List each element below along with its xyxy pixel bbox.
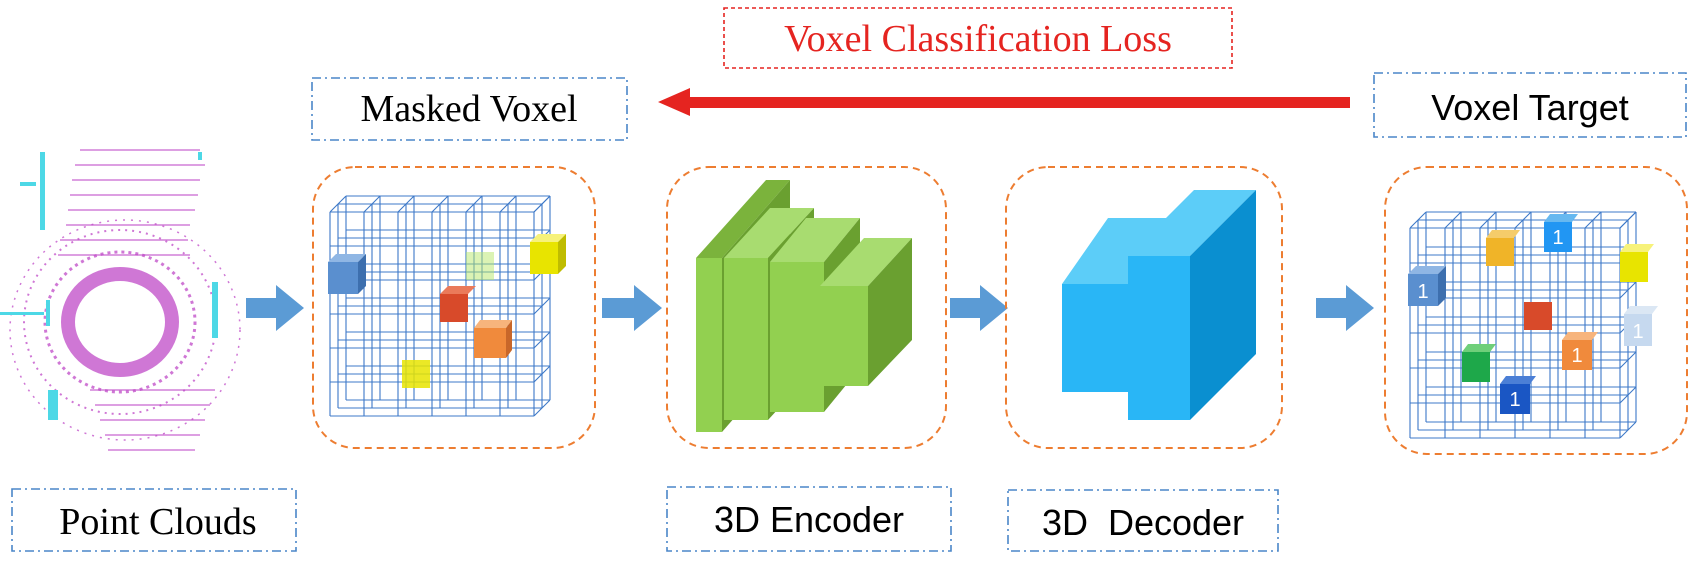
voxel-grid-line	[1584, 211, 1602, 229]
masked-voxel-cells	[328, 234, 566, 388]
point-clouds-label-box: Point Clouds	[11, 488, 297, 552]
encoder-panel	[666, 166, 947, 449]
voxel-grid-line	[1444, 211, 1462, 229]
masked-voxel-label-box: Masked Voxel	[311, 77, 628, 141]
target-value-label: 1	[1552, 227, 1563, 249]
encoder-label-box: 3D Encoder	[666, 486, 952, 552]
decoder-blocks	[1062, 190, 1256, 420]
masked-voxel-panel	[312, 166, 596, 449]
flow-arrow-3	[950, 285, 1008, 331]
voxel-target-panel: 1 1 1 1 1	[1384, 166, 1688, 455]
encoder-label: 3D Encoder	[714, 499, 904, 540]
voxel-grid-line	[431, 195, 449, 213]
voxel-grid-line	[533, 297, 551, 315]
voxel-grid-line	[1619, 351, 1637, 369]
voxel-grid-line	[533, 365, 551, 383]
target-value-label: 1	[1509, 389, 1520, 411]
flow-arrow-2	[602, 285, 662, 331]
loss-label: Voxel Classification Loss	[784, 18, 1172, 60]
voxel-target-cells: 1 1 1 1 1	[1408, 214, 1658, 414]
voxel-grid-line	[363, 195, 381, 213]
loss-label-box: Voxel Classification Loss	[723, 7, 1233, 69]
voxel-grid-line	[1619, 386, 1637, 404]
voxel-grid-line	[533, 331, 551, 349]
voxel-grid-line	[533, 195, 551, 213]
target-value-label: 1	[1571, 345, 1582, 367]
voxel-grid-line	[1479, 211, 1497, 229]
encoder-blocks	[696, 180, 912, 432]
voxel-grid-line	[499, 195, 517, 213]
loss-arrow	[658, 88, 1350, 116]
target-value-label: 1	[1417, 281, 1428, 303]
voxel-target-label: Voxel Target	[1431, 87, 1628, 128]
target-value-label: 1	[1632, 321, 1643, 343]
decoder-label: 3D Decoder	[1042, 502, 1244, 543]
voxel-grid-line	[533, 399, 551, 417]
voxel-grid-line	[1619, 421, 1637, 439]
voxel-grid-line	[1619, 281, 1637, 299]
flow-arrow-4	[1316, 285, 1374, 331]
decoder-panel	[1005, 166, 1283, 449]
flow-arrow-1	[246, 285, 304, 331]
voxel-grid-line	[1409, 211, 1427, 229]
voxel-grid-line	[1514, 211, 1532, 229]
voxel-grid-line	[1619, 211, 1637, 229]
masked-voxel-label: Masked Voxel	[360, 88, 577, 130]
point-clouds-label: Point Clouds	[59, 501, 256, 543]
decoder-label-box: 3D Decoder	[1007, 489, 1279, 552]
voxel-grid-line	[465, 195, 483, 213]
point-cloud-image	[0, 149, 241, 451]
voxel-grid-line	[329, 195, 347, 213]
voxel-target-label-box: Voxel Target	[1373, 72, 1687, 138]
voxel-grid-line	[397, 195, 415, 213]
